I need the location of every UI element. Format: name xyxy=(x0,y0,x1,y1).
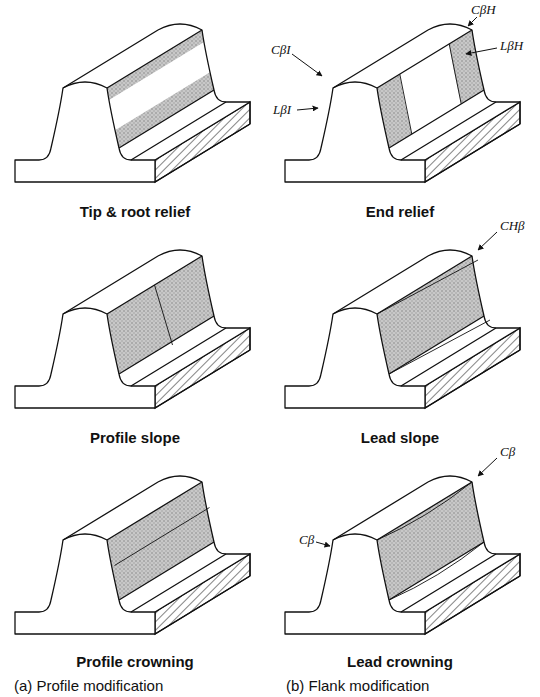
gear-tooth xyxy=(15,476,250,634)
flank-surface xyxy=(377,30,484,148)
modified-area xyxy=(115,72,214,148)
tooth-front-face xyxy=(15,308,155,408)
flank-surface xyxy=(107,482,214,600)
tooth-edge xyxy=(389,320,490,374)
dimension-symbol: Cβ xyxy=(499,445,516,459)
dimension-symbol: CHβ xyxy=(499,219,526,233)
tooth-edge xyxy=(428,476,520,576)
dimension-symbol: CβH xyxy=(470,3,497,17)
tooth-edge xyxy=(115,508,210,566)
leader-line xyxy=(478,458,497,476)
tooth-edge xyxy=(400,74,412,134)
dimension-symbol: Cβ xyxy=(298,533,315,547)
tooth-edge xyxy=(333,30,520,182)
gear-tooth xyxy=(15,24,250,182)
tooth-edge xyxy=(377,482,472,540)
tooth-edge xyxy=(158,476,250,576)
leader-line xyxy=(316,542,330,546)
leader-line xyxy=(478,232,497,250)
gear-tooth xyxy=(285,250,520,408)
modified-area xyxy=(377,256,484,374)
figure-title: Lead crowning xyxy=(347,654,453,671)
modified-area xyxy=(377,482,484,600)
tooth-front-face xyxy=(15,534,155,634)
tooth-edge xyxy=(333,256,520,408)
leader-line xyxy=(466,48,497,54)
tooth-edge xyxy=(63,482,250,634)
tooth-edge xyxy=(155,285,173,345)
tooth-edge xyxy=(63,256,250,408)
flank-surface xyxy=(377,482,484,600)
leader-line xyxy=(292,54,322,76)
leader-line xyxy=(297,108,318,110)
tooth-edge xyxy=(389,542,484,600)
flank-surface xyxy=(377,256,484,374)
dimension-symbol: LβH xyxy=(499,39,524,53)
dimension-symbol: CβI xyxy=(270,43,291,57)
tooth-front-face xyxy=(15,82,155,182)
tooth-edge xyxy=(333,482,520,634)
figure-title: Tip & root relief xyxy=(80,204,191,221)
tooth-edge xyxy=(158,24,250,124)
flank-surface xyxy=(107,30,214,148)
tooth-edge xyxy=(158,250,250,350)
figure-title: Profile slope xyxy=(90,430,180,447)
gear-tooth xyxy=(285,24,520,182)
gear-tooth xyxy=(15,250,250,408)
panel-caption: (b) Flank modification xyxy=(286,678,429,695)
tooth-front-face xyxy=(285,534,425,634)
flank-surface xyxy=(107,256,214,374)
dimension-symbol: LβI xyxy=(272,103,292,117)
tooth-edge xyxy=(377,260,478,314)
panel-caption: (a) Profile modification xyxy=(14,678,163,695)
tooth-edge xyxy=(63,30,250,182)
tooth-edge xyxy=(449,44,461,104)
figure-title: End relief xyxy=(366,204,434,221)
modified-area xyxy=(107,256,214,374)
tooth-front-face xyxy=(285,308,425,408)
tooth-edge xyxy=(428,250,520,350)
modified-area xyxy=(107,482,214,600)
leader-line xyxy=(468,16,478,26)
figure-title: Lead slope xyxy=(361,430,439,447)
gear-tooth xyxy=(285,476,520,634)
figure-title: Profile crowning xyxy=(76,654,194,671)
